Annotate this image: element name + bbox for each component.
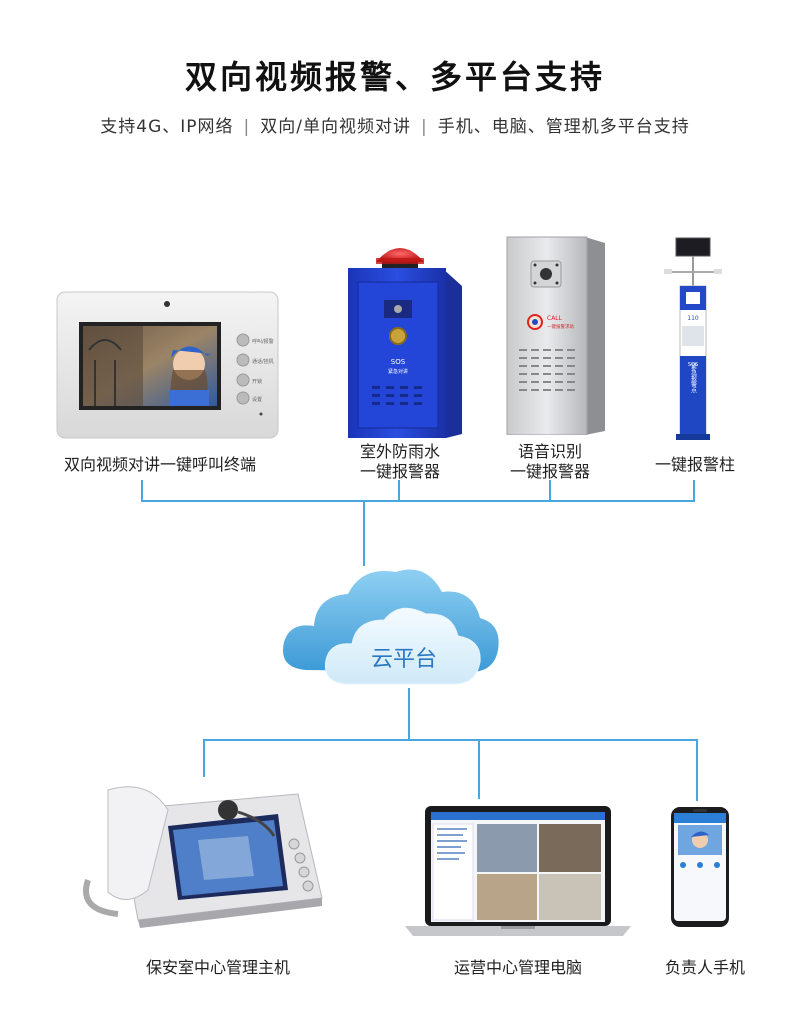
connector-drop [141,480,143,501]
svg-text:SOS: SOS [688,362,698,368]
operations-laptop-image [405,806,631,936]
label-voice-alarm-panel: 语音识别 一键报警器 [480,442,620,482]
subtitle-platforms: 手机、电脑、管理机多平台支持 [437,117,690,137]
video-intercom-terminal: 呼叫/报警 通话/挂机 开锁 设置 [55,290,280,440]
connector-top-horizontal [141,500,695,502]
svg-text:紧急对讲: 紧急对讲 [388,368,408,375]
svg-text:CALL: CALL [547,315,563,322]
label-video-intercom-terminal: 双向视频对讲一键呼叫终端 [63,455,256,474]
cloud-platform: 云平台 [276,560,506,695]
svg-text:设置: 设置 [252,396,262,403]
label-line: 室外防雨水 [359,442,440,461]
label-line: 语音识别 [517,442,582,461]
alarm-pillar: 110 SOS 紧急报警点 [660,236,728,442]
connector-bottom-drop [203,739,205,777]
label-line: 一键报警器 [359,462,440,481]
page-title: 双向视频报警、多平台支持 [184,58,605,96]
svg-text:110: 110 [687,315,699,322]
cloud-icon: 云平台 [282,569,499,685]
subtitle-separator: | [421,117,428,137]
outdoor-alarm-box: SOS 紧急对讲 [342,238,467,438]
voice-alarm-panel: CALL 一键报警求助 [505,235,610,436]
label-operations-laptop: 运营中心管理电脑 [453,958,582,977]
connector-drop [398,480,400,501]
label-alarm-pillar: 一键报警柱 [654,455,735,474]
svg-text:SOS: SOS [391,358,406,366]
alarm-pillar-image: 110 SOS 紧急报警点 [664,237,722,440]
label-outdoor-alarm-box: 室外防雨水 一键报警器 [325,442,475,482]
label-security-management-host: 保安室中心管理主机 [145,958,290,977]
svg-text:紧急报警点: 紧急报警点 [690,362,697,394]
page-subtitle: 支持4G、IP网络 | 双向/单向视频对讲 | 手机、电脑、管理机多平台支持 [0,112,790,137]
label-manager-phone: 负责人手机 [664,958,745,977]
connector-to-cloud [363,500,365,566]
connector-from-cloud [408,688,410,740]
connector-bottom-drop [696,739,698,801]
svg-text:开锁: 开锁 [252,378,262,385]
label-line: 一键报警器 [509,462,590,481]
terminal-buttons: 呼叫/报警 通话/挂机 开锁 设置 [236,333,274,405]
svg-text:通话/挂机: 通话/挂机 [252,358,274,365]
cloud-label: 云平台 [371,647,437,672]
subtitle-separator: | [243,117,251,137]
video-intercom-terminal-image: 呼叫/报警 通话/挂机 开锁 设置 [56,291,279,439]
voice-alarm-panel-image: CALL 一键报警求助 [506,236,605,436]
connector-bottom-drop [478,739,480,799]
connector-bottom-horizontal [203,739,698,741]
svg-text:呼叫/报警: 呼叫/报警 [252,338,274,345]
operations-laptop [405,804,631,938]
connector-drop [549,480,551,501]
outdoor-alarm-box-image: SOS 紧急对讲 [348,248,462,438]
manager-phone [669,805,731,929]
subtitle-network: 支持4G、IP网络 [100,117,234,137]
subtitle-intercom: 双向/单向视频对讲 [260,117,411,137]
svg-text:一键报警求助: 一键报警求助 [547,323,574,330]
manager-phone-image [671,807,729,927]
security-management-host [78,780,328,930]
connector-drop [693,480,695,501]
security-management-host-image [83,786,323,928]
